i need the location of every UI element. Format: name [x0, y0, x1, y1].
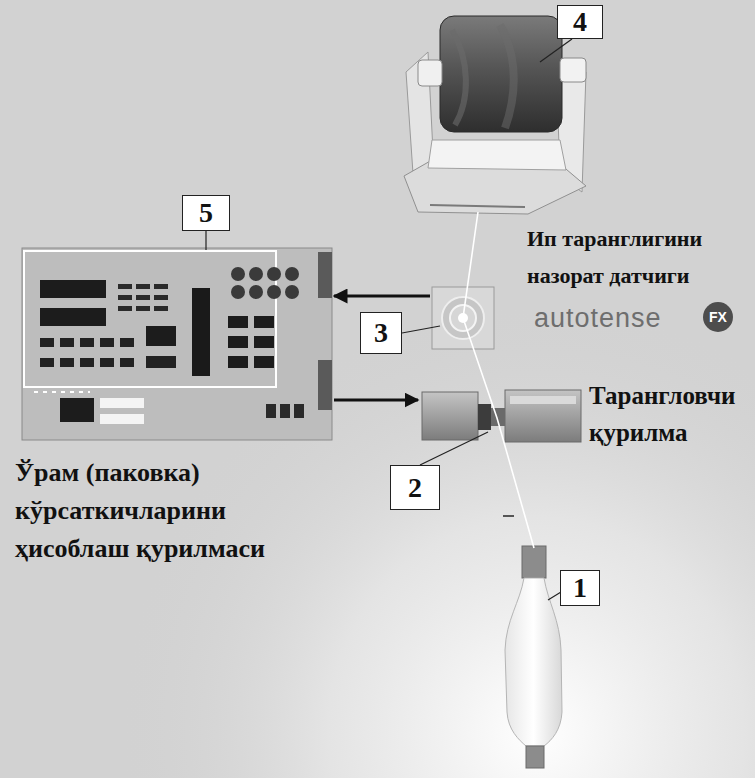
yarn-thread-part: [463, 212, 534, 548]
computing-board: 5Ўрам (паковка) кўрсаткичларини ҳисоблаш…: [20, 245, 334, 442]
control-board-part: [80, 338, 94, 347]
yarn-cop-part: [522, 546, 546, 578]
control-board-part: [100, 338, 114, 347]
yarn-thread: [463, 212, 534, 548]
callout-number: 2: [390, 465, 440, 510]
control-board-part: [192, 288, 210, 376]
control-board-part: [285, 267, 299, 281]
control-board-part: [40, 338, 54, 347]
control-board-part: [231, 285, 245, 299]
tensioner-device: Тарангловчи қурилма2: [418, 388, 583, 444]
control-board-part: [254, 336, 274, 348]
device-caption: Ўрам (паковка) кўрсаткичларини ҳисоблаш …: [15, 454, 307, 568]
brand-logo: autotense: [534, 303, 704, 333]
winding-package-part: [430, 205, 525, 207]
sensor-caption: Ип таранглигини назорат датчиги: [527, 220, 753, 294]
control-board-part: [154, 295, 168, 300]
signal-arrow: [334, 295, 430, 298]
winding-package-part: [440, 16, 562, 132]
brand-badge: FX: [703, 302, 733, 332]
control-board-part: [249, 285, 263, 299]
control-board-part: [118, 295, 132, 300]
yarn-cop-part: [526, 746, 544, 768]
callout-number: 1: [560, 570, 600, 606]
tensioner-device-part: [478, 404, 491, 430]
control-board-part: [146, 326, 176, 346]
control-board-part: [60, 398, 94, 422]
control-board-part: [60, 358, 74, 367]
control-board-part: [100, 398, 144, 408]
control-board-part: [136, 295, 150, 300]
tensioner-device-part: [505, 390, 581, 442]
control-board-part: [136, 306, 150, 311]
callout-number: 5: [182, 195, 230, 231]
winding-package-part: [428, 140, 566, 170]
leader-line-part: [540, 39, 572, 62]
control-board-part: [267, 267, 281, 281]
leader-line-part: [205, 231, 206, 250]
control-board-part: [154, 284, 168, 289]
control-board-part: [80, 358, 94, 367]
winding-package-part: [452, 30, 466, 125]
device-caption: Тарангловчи қурилма: [589, 377, 753, 451]
control-board-part: [120, 338, 134, 347]
callout-number: 4: [557, 5, 603, 39]
control-board-part: [154, 306, 168, 311]
control-board-part: [118, 284, 132, 289]
control-board-part: [228, 356, 248, 368]
winding-package: [404, 16, 586, 214]
control-board-part: [280, 404, 290, 418]
control-board-part: [254, 316, 274, 328]
leader-line-part: [420, 432, 488, 465]
control-board-part: [34, 391, 90, 393]
control-board-part: [228, 336, 248, 348]
control-board-part: [267, 285, 281, 299]
control-board: [22, 248, 332, 440]
control-board-part: [146, 356, 176, 368]
control-board-part: [249, 267, 263, 281]
yarn-cop: [505, 546, 562, 768]
winding-package-part: [560, 58, 586, 82]
control-board-part: [100, 358, 114, 367]
control-board-part: [254, 356, 274, 368]
winding-package-part: [418, 60, 442, 86]
control-board-part: [24, 251, 276, 387]
control-board-part: [318, 360, 332, 410]
leader-line-part: [402, 326, 440, 333]
tensioner-device-part: [503, 515, 514, 517]
control-board-part: [100, 414, 144, 424]
signal-arrow: [334, 399, 418, 402]
control-board-part: [120, 358, 134, 367]
control-board-part: [22, 248, 332, 440]
control-board-part: [60, 338, 74, 347]
control-board-part: [40, 308, 106, 326]
yarn-cop-part: [505, 578, 562, 746]
control-board-part: [228, 316, 248, 328]
control-board-part: [136, 284, 150, 289]
leader-line: [206, 39, 572, 600]
control-board-part: [40, 280, 106, 298]
tensioner-device-part: [422, 392, 478, 440]
control-board-part: [294, 404, 304, 418]
tension-sensor: 3Ип таранглигини назорат датчиги: [430, 284, 496, 351]
tensioner-device-part: [510, 396, 576, 404]
control-board-part: [118, 306, 132, 311]
control-board-part: [318, 252, 332, 298]
control-board-part: [40, 358, 54, 367]
callout-number: 3: [360, 312, 402, 354]
winding-package-part: [500, 25, 514, 128]
control-board-part: [266, 404, 276, 418]
control-board-part: [285, 285, 299, 299]
control-board-part: [231, 267, 245, 281]
